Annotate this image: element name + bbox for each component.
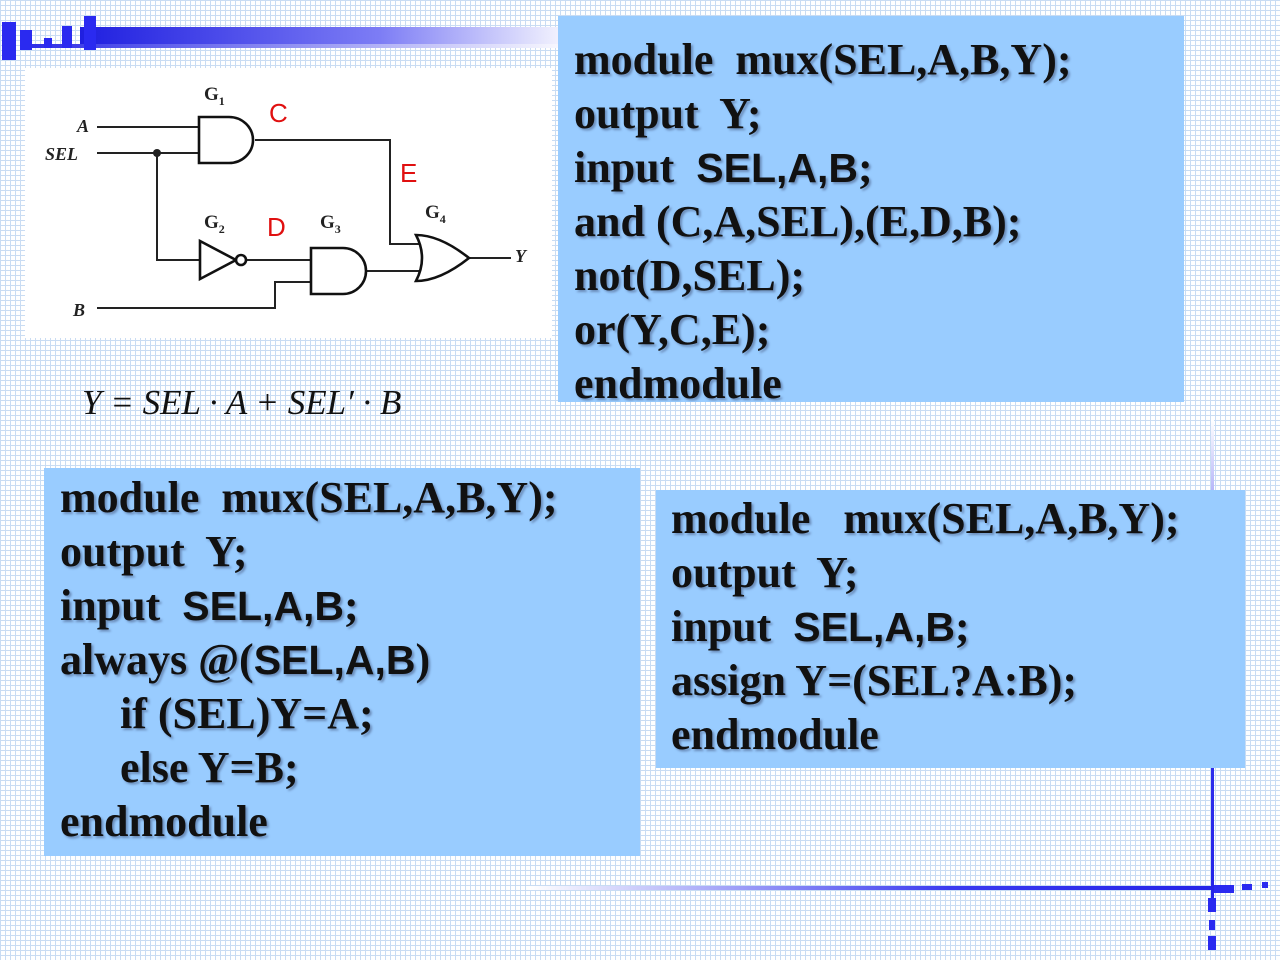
wire-b	[97, 281, 311, 309]
circuit-svg: A SEL B Y G1 G2 G3 G4 C E D	[45, 84, 528, 320]
code-args: SEL,A,B	[793, 604, 956, 650]
code-punct: ;	[955, 602, 970, 651]
corner-decoration	[1262, 882, 1268, 888]
corner-decoration	[44, 38, 52, 48]
code-keyword: input	[671, 602, 794, 651]
code-keyword: always @(	[60, 635, 254, 684]
code-line: output Y;	[671, 548, 859, 597]
code-keyword: input	[574, 143, 697, 192]
corner-decoration	[1209, 920, 1215, 930]
gate-label-g3: G3	[320, 212, 341, 236]
and-gate-g1	[197, 115, 255, 165]
gate-label-g1: G1	[204, 84, 225, 108]
input-label-sel: SEL	[45, 144, 78, 164]
not-gate-g2	[198, 238, 239, 282]
code-line: input SEL,A,B;	[574, 141, 1184, 195]
mux-circuit-diagram: A SEL B Y G1 G2 G3 G4 C E D	[25, 68, 552, 338]
gate-label-g2: G2	[204, 212, 225, 236]
behavioral-code-box: module mux(SEL,A,B,Y); output Y; input S…	[44, 468, 640, 856]
input-label-b: B	[72, 300, 85, 320]
corner-decoration	[1214, 885, 1234, 893]
signal-label-d: D	[267, 212, 286, 242]
header-accent-bar	[80, 27, 580, 47]
code-line: endmodule	[574, 359, 782, 408]
corner-decoration	[1242, 884, 1252, 890]
code-line: assign Y=(SEL?A:B);	[671, 656, 1078, 705]
frame-horizontal-line	[530, 886, 1230, 890]
corner-decoration	[62, 26, 72, 48]
code-punct: ;	[858, 143, 873, 192]
corner-decoration	[84, 16, 96, 50]
code-keyword: input	[60, 581, 183, 630]
code-line: module mux(SEL,A,B,Y);	[574, 35, 1072, 84]
code-args: SEL,A,B	[182, 583, 345, 629]
code-line: input SEL,A,B;	[671, 600, 1245, 654]
wire-c	[255, 139, 422, 245]
code-line: output Y;	[60, 527, 248, 576]
code-line: module mux(SEL,A,B,Y);	[60, 473, 558, 522]
code-args: SEL,A,B	[696, 145, 859, 191]
gate-level-code-box: module mux(SEL,A,B,Y); output Y; input S…	[558, 16, 1184, 408]
code-line: input SEL,A,B;	[60, 579, 640, 633]
corner-decoration	[1208, 898, 1216, 912]
code-punct: ;	[344, 581, 359, 630]
code-line: endmodule	[671, 710, 879, 759]
code-line: if (SEL)Y=A;	[120, 689, 374, 738]
header-accent-line	[20, 44, 580, 48]
or-gate-g4	[413, 233, 472, 283]
gate-label-g4: G4	[425, 202, 446, 226]
code-line: output Y;	[574, 89, 762, 138]
code-line: not(D,SEL);	[574, 251, 806, 300]
code-line: and (C,A,SEL),(E,D,B);	[574, 197, 1022, 246]
not-gate-bubble	[234, 253, 248, 267]
corner-decoration	[20, 30, 32, 50]
code-punct: )	[415, 635, 431, 684]
signal-label-e: E	[400, 158, 417, 188]
signal-label-c: C	[269, 98, 288, 128]
code-line: module mux(SEL,A,B,Y);	[671, 494, 1180, 543]
boolean-equation: Y = SEL · A + SEL′ · B	[82, 383, 402, 422]
output-label-y: Y	[515, 246, 528, 266]
and-gate-g3	[309, 246, 368, 296]
code-args: SEL,A,B	[253, 637, 416, 683]
corner-decoration	[2, 22, 16, 60]
code-line: or(Y,C,E);	[574, 305, 771, 354]
wire-sel-to-not	[156, 153, 199, 261]
code-line: always @(SEL,A,B)	[60, 633, 640, 687]
dataflow-code-box: module mux(SEL,A,B,Y); output Y; input S…	[656, 490, 1245, 768]
code-line: else Y=B;	[120, 743, 299, 792]
code-line: endmodule	[60, 797, 268, 846]
corner-decoration	[1208, 936, 1216, 950]
input-label-a: A	[76, 116, 89, 136]
